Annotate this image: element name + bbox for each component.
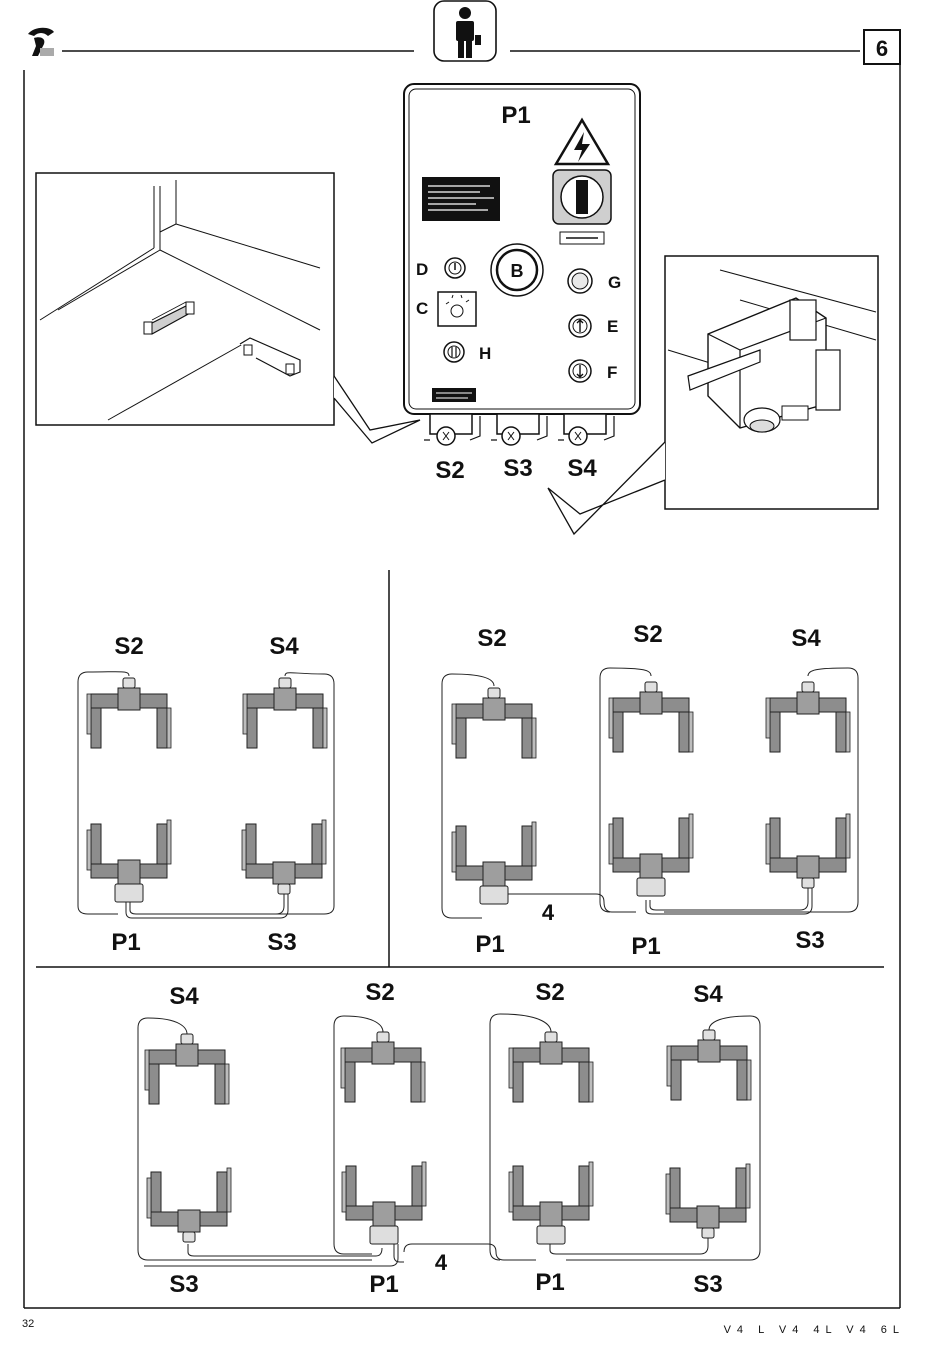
output-label-S4: S4: [567, 455, 597, 482]
layout-a-bottom-left: P1: [111, 929, 140, 956]
page-number: 32: [22, 1318, 34, 1330]
detail-callout-left: [36, 173, 420, 443]
layout-c-top-1: S4: [169, 983, 199, 1010]
label-H: H: [479, 344, 491, 363]
layout-2-columns: S2 S4 P1 S3: [78, 633, 334, 956]
main-switch[interactable]: [553, 170, 611, 224]
layout-a-top-right: S4: [269, 633, 299, 660]
label-E: E: [607, 317, 618, 336]
layout-4-columns: S4 S2 S2 S4 S3 P1 P1 S3 4: [138, 979, 760, 1298]
layout-c-top-2: S2: [365, 979, 394, 1006]
layout-c-bottom-4: S3: [693, 1271, 722, 1298]
socket-S2-connector: [424, 414, 480, 445]
layout-b-bottom-1: P1: [475, 931, 504, 958]
small-plate: [432, 388, 476, 402]
step-number: 6: [876, 36, 888, 61]
socket-S3-connector: [491, 414, 547, 445]
lamp-G: [568, 269, 592, 293]
layout-c-bottom-2: P1: [369, 1271, 398, 1298]
operator-icon: [434, 1, 496, 61]
lamp-D: [445, 258, 465, 278]
layout-c-bottom-1: S3: [169, 1271, 198, 1298]
button-F-down[interactable]: [569, 360, 591, 382]
layout-c-bottom-3: P1: [535, 1269, 564, 1296]
layout-b-bottom-2: P1: [631, 933, 660, 960]
layout-b-link-cable: 4: [542, 900, 555, 925]
output-label-S2: S2: [435, 457, 464, 484]
header: 6: [28, 1, 900, 64]
socket-S4-connector: [558, 414, 614, 445]
label-B: B: [511, 261, 524, 281]
layout-b-top-2: S2: [633, 621, 662, 648]
layout-b-bottom-3: S3: [795, 927, 824, 954]
brand-logo: [28, 28, 54, 56]
panel-title: P1: [501, 102, 530, 129]
label-C: C: [416, 299, 428, 318]
layout-c-link-cable: 4: [435, 1250, 448, 1275]
data-plate: [422, 177, 500, 221]
control-panel: P1 B D: [404, 84, 640, 484]
label-G: G: [608, 273, 621, 292]
model-list: V4 L V4 4L V4 6L: [724, 1324, 905, 1336]
button-E-up[interactable]: [569, 315, 591, 337]
layout-b-top-1: S2: [477, 625, 506, 652]
layout-a-bottom-right: S3: [267, 929, 296, 956]
layout-a-top-left: S2: [114, 633, 143, 660]
label-F: F: [607, 363, 617, 382]
layout-c-top-3: S2: [535, 979, 564, 1006]
layout-3-columns: S2 S2 S4 P1 P1 S3 4: [442, 621, 858, 960]
button-B[interactable]: B: [491, 244, 543, 296]
layout-c-top-4: S4: [693, 981, 723, 1008]
output-label-S3: S3: [503, 455, 532, 482]
gauge-C: [438, 292, 476, 326]
layout-b-top-3: S4: [791, 625, 821, 652]
label-D: D: [416, 260, 428, 279]
button-H[interactable]: [444, 342, 464, 362]
